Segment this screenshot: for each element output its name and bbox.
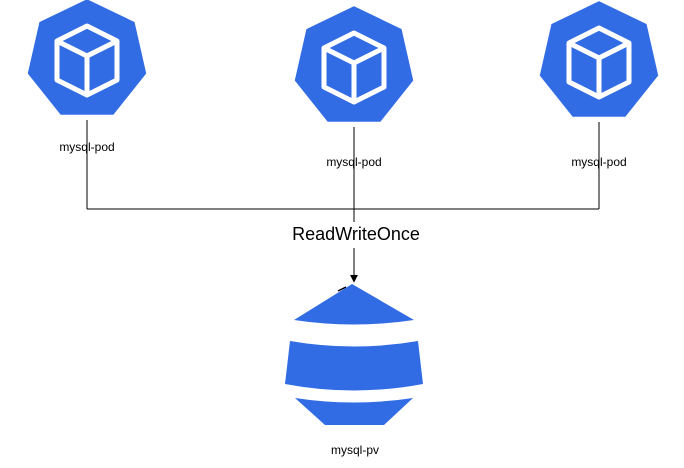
pod-node[interactable]: mysql-pod [290, 2, 418, 169]
pod-label: mysql-pod [326, 155, 381, 169]
kubernetes-pod-icon [290, 2, 418, 126]
pod-label: mysql-pod [571, 155, 626, 169]
kubernetes-pod-icon [535, 0, 663, 121]
volume-label: mysql-pv [331, 443, 379, 457]
pod-label: mysql-pod [59, 140, 114, 154]
pod-node[interactable]: mysql-pod [535, 0, 663, 169]
access-mode-label: ReadWriteOnce [292, 224, 420, 244]
pod-node[interactable]: mysql-pod [23, 0, 151, 154]
connector-group [86, 120, 600, 283]
volume-node[interactable]: mysql-pv [285, 284, 423, 457]
kubernetes-persistent-volume-icon [285, 284, 423, 425]
kubernetes-pod-icon [23, 0, 151, 119]
